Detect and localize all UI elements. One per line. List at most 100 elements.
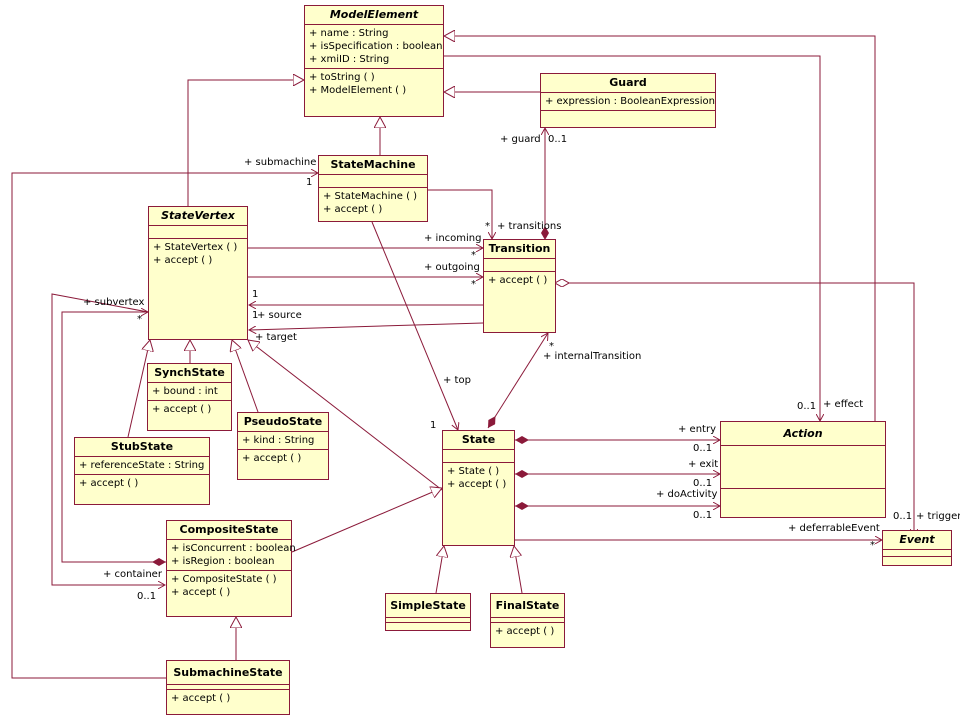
- class-transition[interactable]: Transition + accept ( ): [483, 239, 556, 333]
- attributes-section: [484, 259, 555, 272]
- label-target-role: + target: [255, 332, 297, 343]
- attributes-section: + kind : String: [238, 432, 328, 450]
- label-trigger-role: + trigger: [916, 511, 960, 522]
- operations-section: + accept ( ): [238, 450, 328, 467]
- class-name: Event: [883, 531, 951, 550]
- class-name: StubState: [75, 438, 209, 457]
- class-name: SimpleState: [386, 594, 470, 618]
- operation: + StateMachine ( ): [323, 191, 418, 202]
- label-target-mult: 1: [252, 310, 259, 321]
- label-guard-role: + guard: [500, 134, 541, 145]
- label-source-role: + source: [257, 310, 302, 321]
- label-entry-role: + entry: [678, 424, 716, 435]
- operations-section: + CompositeState ( ) + accept ( ): [167, 571, 291, 601]
- assoc-submachine: [11, 173, 318, 679]
- operations-section: + toString ( ) + ModelElement ( ): [305, 69, 443, 99]
- operations-section: [721, 489, 885, 501]
- class-name: StateVertex: [149, 207, 247, 226]
- class-pseudo-state[interactable]: PseudoState + kind : String + accept ( ): [237, 412, 329, 480]
- assoc-container: [51, 293, 165, 585]
- operation: + CompositeState ( ): [171, 574, 277, 585]
- class-synch-state[interactable]: SynchState + bound : int + accept ( ): [147, 363, 232, 431]
- assoc-internal-transition: [487, 333, 548, 429]
- class-state-vertex[interactable]: StateVertex + StateVertex ( ) + accept (…: [148, 206, 248, 340]
- gen-pseudostate-statevertex: [232, 340, 259, 413]
- label-entry-mult: 0..1: [693, 443, 713, 454]
- operation: + StateVertex ( ): [153, 242, 238, 253]
- gen-finalstate-state: [514, 546, 523, 594]
- class-stub-state[interactable]: StubState + referenceState : String + ac…: [74, 437, 210, 505]
- operation: + accept ( ): [488, 275, 548, 286]
- operation: + accept ( ): [153, 255, 213, 266]
- class-name: FinalState: [491, 594, 564, 618]
- attribute: + bound : int: [152, 386, 218, 397]
- operations-section: + StateMachine ( ) + accept ( ): [319, 188, 427, 218]
- class-name: CompositeState: [167, 521, 291, 540]
- attributes-section: + isConcurrent : boolean + isRegion : bo…: [167, 540, 296, 571]
- label-trigger-mult: 0..1: [893, 511, 913, 522]
- class-name: SynchState: [148, 364, 231, 383]
- assoc-trigger: [555, 283, 914, 536]
- operations-section: + accept ( ): [491, 623, 564, 640]
- attributes-section: [319, 175, 427, 188]
- class-name: Action: [721, 422, 885, 446]
- class-name: PseudoState: [238, 413, 328, 432]
- operation: + State ( ): [447, 466, 500, 477]
- operation: + accept ( ): [171, 587, 231, 598]
- class-name: State: [443, 431, 514, 450]
- class-action[interactable]: Action: [720, 421, 886, 518]
- label-top-role: + top: [443, 375, 471, 386]
- class-name: Transition: [484, 240, 555, 259]
- label-container-role: + container: [103, 569, 162, 580]
- class-final-state[interactable]: FinalState + accept ( ): [490, 593, 565, 648]
- label-transitions-mult: *: [485, 221, 490, 232]
- operation: + accept ( ): [323, 204, 383, 215]
- operations-section: [541, 111, 715, 123]
- label-outgoing-mult: *: [471, 279, 476, 290]
- label-internal-mult: *: [549, 341, 554, 352]
- class-simple-state[interactable]: SimpleState: [385, 593, 471, 631]
- attribute: + isConcurrent : boolean: [171, 543, 296, 554]
- operation: + accept ( ): [152, 404, 212, 415]
- class-name: Guard: [541, 74, 715, 93]
- operation: + accept ( ): [447, 479, 507, 490]
- assoc-statemachine-transitions: [428, 189, 492, 239]
- label-transitions-role: + transitions: [497, 221, 562, 232]
- class-model-element[interactable]: ModelElement + name : String + isSpecifi…: [304, 5, 444, 117]
- label-effect-role: + effect: [823, 399, 864, 410]
- operation: + toString ( ): [309, 72, 375, 83]
- label-deferrable-mult: *: [870, 540, 875, 551]
- operation: + ModelElement ( ): [309, 85, 407, 96]
- class-name: ModelElement: [305, 6, 443, 25]
- label-doactivity-mult: 0..1: [693, 510, 713, 521]
- label-subvertex-mult: *: [137, 314, 142, 325]
- label-submachine-mult: 1: [306, 177, 313, 188]
- attributes-section: + bound : int: [148, 383, 231, 401]
- class-guard[interactable]: Guard + expression : BooleanExpression: [540, 73, 716, 128]
- label-deferrable-role: + deferrableEvent: [788, 523, 880, 534]
- label-exit-role: + exit: [688, 459, 719, 470]
- class-state[interactable]: State + State ( ) + accept ( ): [442, 430, 515, 546]
- label-incoming-mult: *: [471, 250, 476, 261]
- label-source-mult: 1: [252, 289, 259, 300]
- attribute: + name : String: [309, 28, 389, 39]
- gen-statevertex-modelelement: [187, 80, 304, 206]
- attributes-section: + referenceState : String: [75, 457, 209, 475]
- operation: + accept ( ): [242, 453, 302, 464]
- attributes-section: [167, 685, 289, 690]
- class-state-machine[interactable]: StateMachine + StateMachine ( ) + accept…: [318, 155, 428, 222]
- class-event[interactable]: Event: [882, 530, 952, 566]
- class-submachine-state[interactable]: SubmachineState + accept ( ): [166, 660, 290, 715]
- gen-compositestate-state: [291, 488, 442, 553]
- operation: + accept ( ): [171, 693, 231, 704]
- label-container-mult: 0..1: [137, 591, 157, 602]
- operations-section: [386, 623, 470, 627]
- assoc-top: [371, 221, 458, 430]
- label-guard-mult: 0..1: [548, 134, 568, 145]
- gen-state-statevertex: [248, 340, 443, 491]
- attributes-section: [883, 550, 951, 557]
- class-composite-state[interactable]: CompositeState + isConcurrent : boolean …: [166, 520, 296, 617]
- operation: + accept ( ): [495, 626, 555, 637]
